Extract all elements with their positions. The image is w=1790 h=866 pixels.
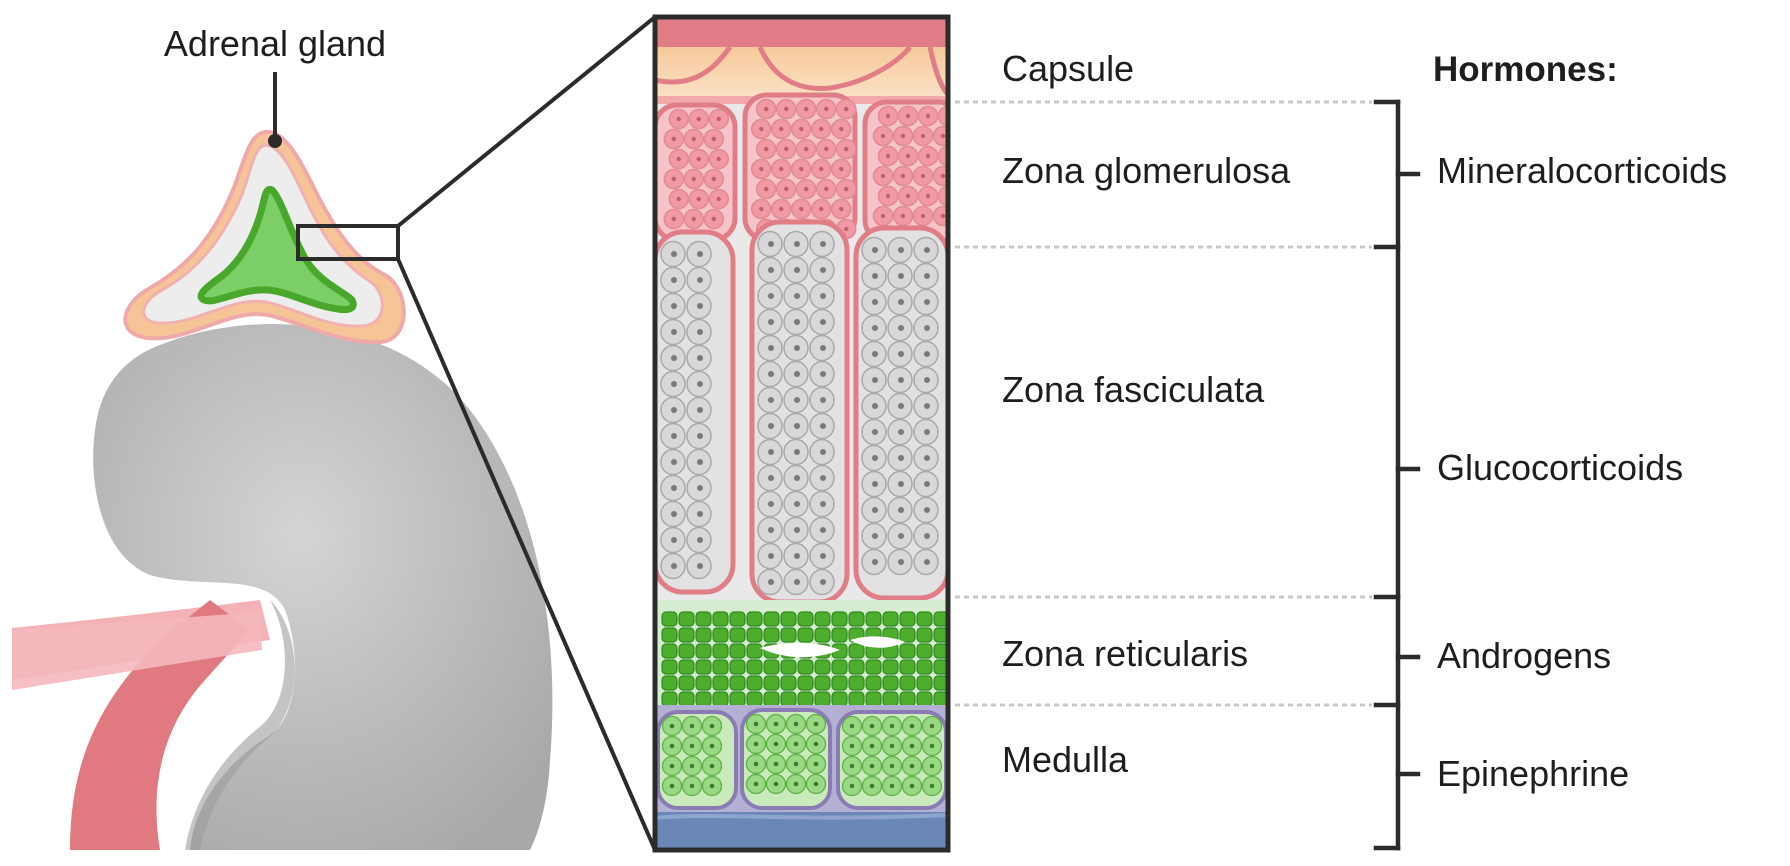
adrenal-medulla-region <box>197 186 357 314</box>
label-zona-glomerulosa: Zona glomerulosa <box>1002 150 1291 191</box>
adrenal-gland-label: Adrenal gland <box>164 23 386 64</box>
renal-vein-upper <box>12 612 262 690</box>
zona-reticularis-layer <box>655 600 948 707</box>
label-zona-fasciculata: Zona fasciculata <box>1002 369 1265 410</box>
label-capsule: Capsule <box>1002 48 1134 89</box>
kidney-hilum-shadow <box>185 600 295 850</box>
zona-glomerulosa-layer <box>655 92 948 245</box>
adrenal-gland <box>123 129 406 345</box>
hormones-header: Hormones: <box>1433 50 1618 89</box>
zoom-line-top <box>396 15 657 228</box>
kidney-illustration: Adrenal gland <box>12 15 657 851</box>
hormone-bracket <box>1373 99 1421 851</box>
zoom-line-bottom <box>396 258 657 851</box>
label-zona-reticularis: Zona reticularis <box>1002 633 1248 674</box>
hormone-mineralocorticoids: Mineralocorticoids <box>1437 150 1727 191</box>
hormone-epinephrine: Epinephrine <box>1437 753 1629 794</box>
adrenal-pointer-dot <box>268 134 282 148</box>
kidney <box>93 324 553 850</box>
label-medulla: Medulla <box>1002 739 1129 780</box>
histology-panel <box>655 17 948 850</box>
hormone-androgens: Androgens <box>1437 635 1611 676</box>
layer-labels: Capsule Zona glomerulosa Zona fasciculat… <box>1002 48 1291 780</box>
renal-artery <box>70 600 250 850</box>
medulla-layer <box>655 705 948 815</box>
layer-separators <box>955 100 1372 707</box>
histology-frame <box>652 14 951 853</box>
hormone-labels: Hormones: Mineralocorticoids Glucocortic… <box>1433 50 1727 794</box>
zona-fasciculata-layer <box>655 219 948 605</box>
capsule-layer <box>655 17 948 47</box>
zoom-region-box <box>296 224 400 261</box>
hormone-glucocorticoids: Glucocorticoids <box>1437 447 1683 488</box>
